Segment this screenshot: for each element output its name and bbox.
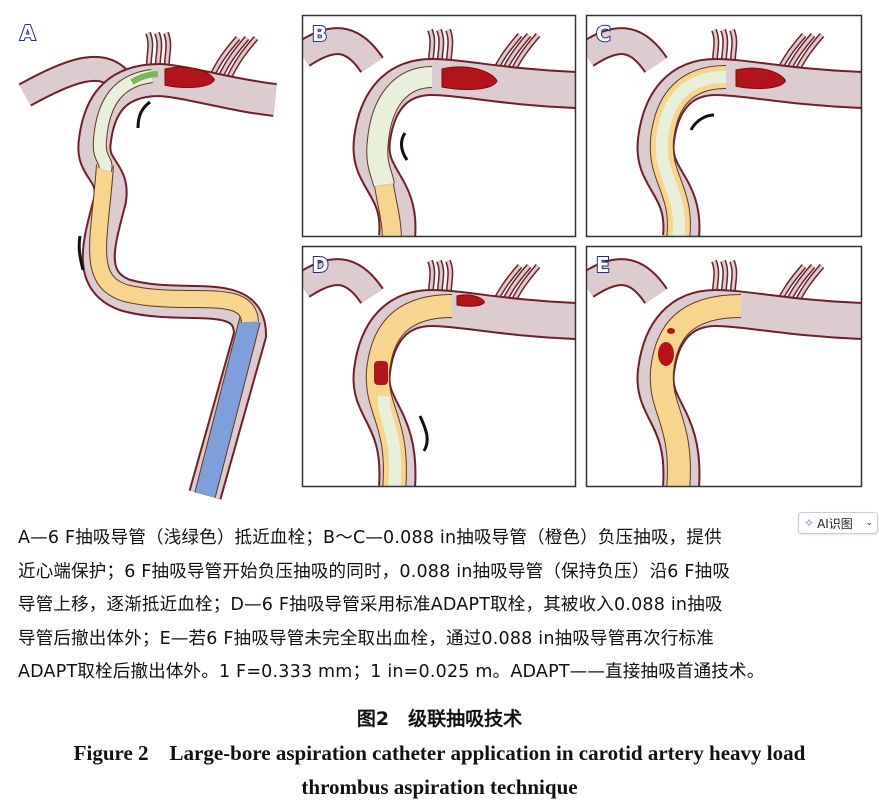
figure-caption: A—6 F抽吸导管（浅绿色）抵近血栓；B～C—0.088 in抽吸导管（橙色）负… — [18, 522, 868, 690]
panel-D: D — [301, 245, 577, 488]
ai-recognize-label: AI识图 — [817, 516, 853, 531]
direction-arrow-icon — [136, 100, 151, 129]
catheter-088 — [650, 295, 742, 487]
catheter-088 — [90, 164, 258, 324]
panel-E: E — [585, 245, 863, 488]
panel-content — [302, 246, 576, 487]
panel-border — [585, 245, 863, 488]
thrombus-captured — [658, 342, 674, 366]
catheter-6f-inside — [655, 71, 727, 237]
direction-arrow-icon — [77, 235, 85, 271]
caption-line: ADAPT取栓后撤出体外。1 F=0.333 mm；1 in=0.025 m。A… — [18, 662, 765, 682]
catheter-6f-retracting — [377, 395, 402, 487]
guide-catheter — [195, 317, 260, 498]
direction-arrow-icon — [418, 415, 429, 452]
thrombus-fragment — [667, 328, 675, 334]
panel-border — [301, 14, 577, 238]
direction-arrow-icon — [689, 113, 715, 131]
catheter-6f — [367, 67, 433, 188]
figure-title-en-line1: Figure 2 Large-bore aspiration catheter … — [73, 741, 806, 765]
panel-label: D — [312, 253, 329, 277]
panel-C: C — [585, 14, 863, 238]
chevron-down-icon: ⌄ — [865, 518, 873, 528]
panel-border — [301, 245, 577, 488]
sparkle-icon: ✧ — [804, 516, 815, 530]
vessel-lumen — [586, 260, 666, 304]
catheter-6f-tip — [130, 71, 159, 85]
caption-line: 导管后撤出体外；E—若6 F抽吸导管未完全取出血栓，通过0.088 in抽吸导管… — [18, 628, 714, 649]
catheter-088 — [375, 183, 401, 237]
panel-A: A — [18, 20, 278, 500]
thrombus — [735, 67, 787, 89]
figure-illustration: A B C D E — [18, 14, 863, 500]
figure-title-en: Figure 2 Large-bore aspiration catheter … — [0, 736, 879, 804]
thrombus — [164, 66, 216, 88]
thrombus — [441, 66, 498, 90]
panel-content — [586, 15, 862, 237]
vessel-lumen — [19, 57, 126, 105]
direction-arrow-icon — [400, 132, 409, 161]
panel-border — [585, 14, 863, 238]
panel-label: C — [596, 22, 611, 46]
figure-title-zh: 图2 级联抽吸技术 — [356, 708, 523, 730]
panel-B: B — [301, 14, 577, 238]
caption-line: 近心端保护；6 F抽吸导管开始负压抽吸的同时，0.088 in抽吸导管（保持负压… — [18, 561, 731, 582]
thrombus-captured — [374, 361, 388, 385]
vessel-lumen — [586, 29, 666, 73]
vessel-lumen — [302, 260, 382, 304]
panel-content — [302, 15, 576, 237]
thrombus — [456, 294, 486, 307]
figure-title-en-line2: thrombus aspiration technique — [301, 775, 578, 799]
panel-label: B — [312, 22, 327, 46]
vessel-lumen — [302, 29, 382, 73]
panel-label: A — [20, 21, 36, 45]
panel-content — [586, 246, 862, 487]
catheter-6f — [93, 70, 153, 172]
caption-line: 导管上移，逐渐抵近血栓；D—6 F抽吸导管采用标准ADAPT取栓，其被收入0.0… — [18, 595, 723, 615]
panel-label: E — [596, 253, 610, 277]
ai-recognize-button[interactable]: ✧ AI识图 ⌄ — [798, 512, 878, 534]
caption-line: A—6 F抽吸导管（浅绿色）抵近血栓；B～C—0.088 in抽吸导管（橙色）负… — [18, 528, 722, 548]
